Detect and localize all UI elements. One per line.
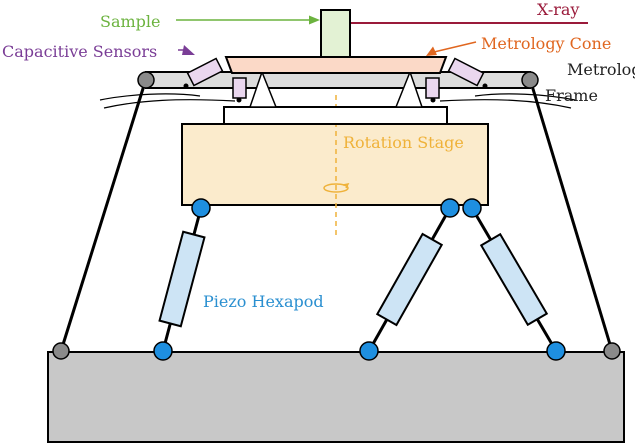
frame-pivot-left bbox=[137, 71, 155, 89]
sensor-connectors bbox=[183, 83, 488, 103]
joint-top-1 bbox=[191, 198, 211, 218]
capacitive-sensors-label: Capacitive Sensors bbox=[2, 42, 157, 61]
xray-label: X-ray bbox=[537, 0, 579, 19]
metrology-label: Metrology bbox=[567, 60, 635, 79]
frame-label: Frame bbox=[545, 86, 598, 105]
piezo-hexapod-label: Piezo Hexapod bbox=[203, 292, 324, 311]
capacitive-sensor-right-outer bbox=[447, 57, 485, 87]
rotation-arrow-icon bbox=[323, 182, 350, 193]
joint-bottom-1 bbox=[153, 341, 173, 361]
capacitive-sensors-arrow bbox=[178, 45, 195, 55]
base-pivot-right bbox=[603, 342, 621, 360]
joint-top-3 bbox=[462, 198, 482, 218]
cone-support-left bbox=[248, 69, 278, 108]
frame-strut-right bbox=[528, 78, 614, 352]
frame-strut-left bbox=[59, 78, 148, 352]
sample-arrow bbox=[176, 15, 320, 25]
capacitive-sensor-right-inner bbox=[425, 77, 440, 99]
sample-block bbox=[320, 9, 351, 58]
hexapod-leg-1-actuator bbox=[158, 230, 206, 328]
sample-label: Sample bbox=[100, 12, 161, 31]
joint-top-2 bbox=[440, 198, 460, 218]
hexapod-leg-3-actuator bbox=[479, 232, 549, 327]
cone-support-right bbox=[394, 69, 424, 108]
metrology-cone-arrow bbox=[426, 41, 477, 56]
joint-bottom-3 bbox=[546, 341, 566, 361]
hexapod-joints bbox=[153, 198, 566, 361]
base-pivot-left bbox=[52, 342, 70, 360]
sensor-cables bbox=[99, 93, 576, 109]
hexapod-leg-2-actuator bbox=[375, 232, 444, 327]
stage-top-platform bbox=[223, 106, 448, 125]
capacitive-sensor-left-inner bbox=[232, 77, 247, 99]
frame-pivot-right bbox=[521, 71, 539, 89]
metrology-cone-label: Metrology Cone bbox=[481, 34, 611, 53]
joint-bottom-2 bbox=[359, 341, 379, 361]
rotation-stage-label: Rotation Stage bbox=[343, 133, 464, 152]
base-plate bbox=[47, 351, 625, 443]
capacitive-sensor-left-outer bbox=[186, 57, 224, 87]
metrology-cone bbox=[224, 56, 448, 74]
